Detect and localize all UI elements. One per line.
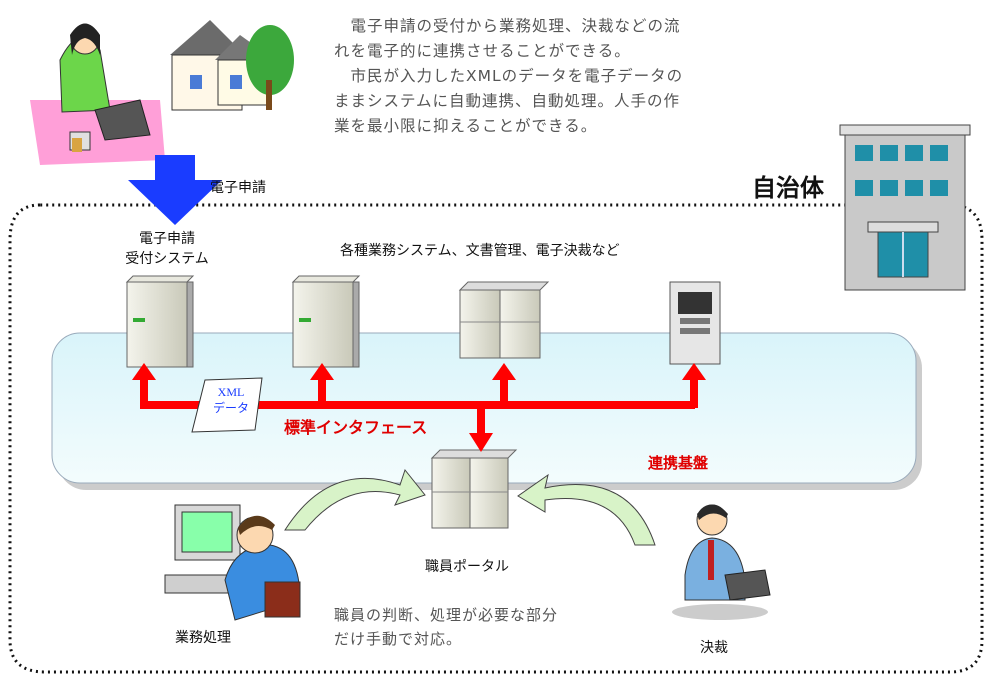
description-line: 市民が入力したXMLのデータを電子データの [334,67,684,85]
manual-note-line1: 職員の判断、処理が必要な部分 [334,606,559,624]
various-systems-label: 各種業務システム、文書管理、電子決裁など [340,243,620,259]
staff-portal-label: 職員ポータル [425,559,509,575]
reception-label-line1: 電子申請 [139,231,195,247]
left-curved-arrow [284,468,426,531]
municipality-building [839,124,971,291]
manual-note-line2: だけ手動で対応。 [334,630,463,648]
reception-label-line2: 受付システム [125,251,209,267]
reception-server [125,275,195,368]
business-processing-label: 業務処理 [175,630,231,646]
approver-illustration [672,504,771,620]
cooperation-base-label: 連携基盤 [648,454,709,472]
right-curved-arrow [517,473,656,546]
citizen-house-illustration [30,20,294,165]
xml-document [191,377,263,433]
description-text: 電子申請の受付から業務処理、決裁などの流 れを電子的に連携させることができる。 … [334,14,774,139]
e-application-label: 電子申請 [210,180,266,196]
xml-data-label: XML データ [206,384,256,416]
description-line: 電子申請の受付から業務処理、決裁などの流 [334,17,681,35]
reception-system-label: 電子申請 受付システム [112,228,222,268]
staff-pc-illustration [164,504,301,621]
xml-label-line2: データ [212,401,249,415]
business-server-1 [291,275,361,368]
staff-portal-server [430,449,518,529]
description-line: れを電子的に連携させることができる。 [334,42,631,60]
approval-label: 決裁 [700,640,728,656]
description-line: ままシステムに自動連携、自動処理。人手の作 [334,92,681,110]
standard-interface-bus [132,363,706,452]
e-application-arrow [128,155,222,225]
business-server-tower [669,281,721,365]
municipality-label: 自治体 [752,174,824,202]
business-server-rack [458,281,550,359]
xml-label-line1: XML [217,385,245,399]
description-line: 業を最小限に抑えることができる。 [334,117,598,135]
standard-interface-label: 標準インタフェース [284,418,428,437]
manual-note: 職員の判断、処理が必要な部分 だけ手動で対応。 [334,603,558,651]
